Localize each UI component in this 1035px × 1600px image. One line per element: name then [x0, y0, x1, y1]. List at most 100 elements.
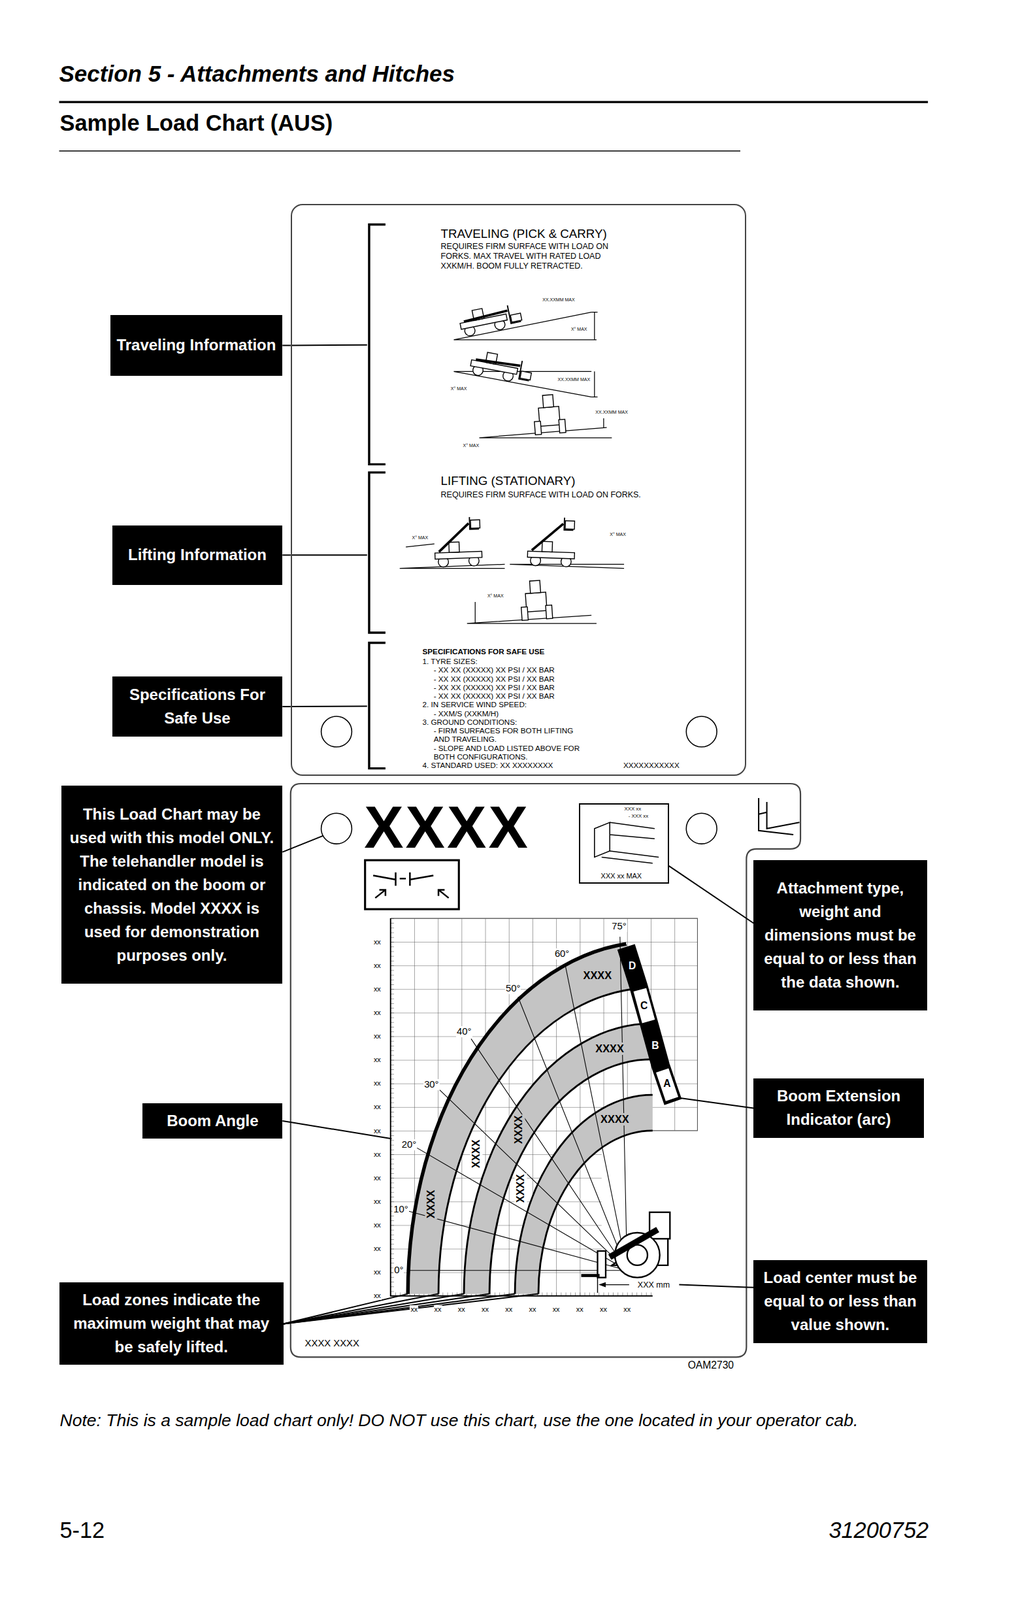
chart-label: xx — [480, 1304, 490, 1314]
panel-text: SPECIFICATIONS FOR SAFE USE — [422, 646, 545, 656]
chart-label: B — [650, 1039, 660, 1052]
panel-text: - SLOPE AND LOAD LISTED ABOVE FOR BOTH C… — [433, 743, 587, 761]
chart-label: xx — [457, 1304, 466, 1314]
callout-box: Boom Angle — [142, 1102, 283, 1139]
chart-label: xx — [373, 1031, 382, 1041]
callout-text: Boom Extension Indicator (arc) — [756, 1084, 921, 1132]
leader-line — [290, 835, 324, 849]
chart-label: xx — [373, 1150, 382, 1159]
chart-label: xx — [373, 1126, 382, 1135]
chart-label: C — [639, 999, 649, 1012]
load-chart-panel: XXXX XXXX XXXX XXX xx- XXX xxXXX xx MAX — [290, 783, 747, 1357]
callout-text: Specifications For Safe Use — [115, 682, 280, 730]
callout-box: Specifications For Safe Use — [112, 676, 283, 737]
chart-label: Sample Load Chart (AUS) — [59, 110, 334, 136]
leader-line — [678, 1284, 747, 1288]
chart-label: X° MAX — [461, 443, 480, 449]
panel-text: XXXX XXXX — [305, 1337, 360, 1349]
panel-text: - XX XX (XXXXX) XX PSI / XX BAR — [433, 665, 555, 674]
chart-label: xx — [373, 1173, 382, 1183]
callout-box: Traveling Information — [110, 314, 283, 376]
chart-label: 20° — [401, 1138, 417, 1150]
chart-label: 31200752 — [774, 1517, 930, 1543]
chart-label: X° MAX — [570, 326, 589, 332]
callout-text: Load zones indicate the maximum weight t… — [62, 1287, 281, 1359]
leader-line — [290, 1121, 393, 1139]
load-chart-panel: TRAVELING (PICK & CARRY) REQUIRES FIRM SU… — [290, 203, 747, 775]
chart-label: xx — [599, 1304, 608, 1314]
leader-line — [680, 1097, 747, 1107]
panel-text: XXXX — [363, 798, 530, 856]
chart-label: XX.XXMM MAX — [541, 297, 576, 303]
callout-text: Lifting Information — [128, 542, 267, 567]
panel-text: - XXM/S (XXKM/H) — [433, 708, 499, 718]
callout-box: Lifting Information — [112, 525, 283, 585]
panel-text: - XXX xx — [628, 813, 649, 820]
callout-text: Traveling Information — [116, 333, 276, 357]
chart-label: OAM2730 — [687, 1359, 735, 1371]
leader-line — [283, 1293, 539, 1324]
chart-label: xx — [433, 1304, 443, 1314]
chart-label: X° MAX — [450, 386, 468, 392]
chart-label: XXXX — [599, 1112, 630, 1126]
chart-label: A — [662, 1077, 672, 1090]
chart-label: xx — [373, 984, 382, 994]
chart-label: XXXX — [514, 1173, 528, 1204]
chart-label: xx — [552, 1304, 561, 1314]
panel-text: 1. TYRE SIZES: — [422, 656, 478, 666]
chart-label: 40° — [456, 1025, 472, 1037]
chart-label: xx — [622, 1304, 632, 1314]
chart-label: XXXX — [425, 1188, 438, 1219]
chart-label: 5-12 — [59, 1517, 106, 1543]
panel-text: - XX XX (XXXXX) XX PSI / XX BAR — [433, 674, 555, 683]
leader-line — [282, 705, 291, 707]
leader-line — [282, 848, 291, 853]
chart-label: Note: This is a sample load chart only! … — [59, 1404, 928, 1435]
panel-text: LIFTING (STATIONARY) — [441, 473, 576, 489]
panel-text: - XX XX (XXXXX) XX PSI / XX BAR — [433, 691, 555, 700]
chart-label: 30° — [423, 1078, 440, 1090]
chart-label: xx — [409, 1304, 419, 1314]
leader-line — [290, 344, 368, 347]
chart-label: XX.XXMM MAX — [557, 377, 592, 383]
panel-text: REQUIRES FIRM SURFACE WITH LOAD ON FORKS… — [441, 490, 696, 500]
leader-line — [282, 554, 291, 556]
chart-label: X° MAX — [486, 593, 505, 599]
callout-text: Boom Angle — [166, 1108, 259, 1133]
chart-label: xx — [373, 937, 382, 947]
attachment-box: XXX xx- XXX xxXXX xx MAX — [578, 803, 669, 884]
leader-line — [746, 1285, 754, 1288]
panel-text: - XX XX (XXXXX) XX PSI / XX BAR — [433, 682, 555, 692]
chart-label: xx — [373, 1291, 382, 1300]
chart-label: XXXX — [582, 969, 613, 982]
chart-label: 50° — [505, 982, 521, 994]
chart-label: XX.XXMM MAX — [594, 409, 629, 415]
panel-text: XXXXXXXXXXX — [623, 760, 680, 770]
leader-line — [282, 344, 291, 346]
panel-text: 2. IN SERVICE WIND SPEED: — [422, 699, 528, 709]
chart-label: XXXX — [594, 1042, 625, 1055]
chart-label: xx — [373, 961, 382, 970]
chart-label: xx — [504, 1304, 513, 1314]
chart-label: XXX mm — [637, 1280, 671, 1290]
callout-box: Boom Extension Indicator (arc) — [753, 1078, 924, 1138]
callout-box: Attachment type, weight and dimensions m… — [753, 859, 927, 1011]
chart-label: XXXX — [512, 1114, 526, 1145]
chart-label: xx — [373, 1008, 382, 1017]
panel-text: TRAVELING (PICK & CARRY) — [441, 226, 608, 242]
chart-label: XXXX — [469, 1138, 483, 1169]
chart-label: xx — [575, 1304, 585, 1314]
callout-box: This Load Chart may be used with this mo… — [61, 785, 283, 984]
chart-label: 0° — [393, 1264, 404, 1276]
leader-line — [669, 865, 755, 924]
panel-text: 3. GROUND CONDITIONS: — [422, 717, 518, 726]
chart-label: 60° — [554, 948, 570, 960]
panel-text: - FIRM SURFACES FOR BOTH LIFTING AND TRA… — [433, 725, 587, 743]
chart-label: 10° — [392, 1203, 409, 1215]
leader-line — [746, 1106, 754, 1109]
chart-label: xx — [373, 1244, 382, 1253]
chart-label: xx — [373, 1220, 382, 1230]
panel-text: 4. STANDARD USED: XX XXXXXXXX — [422, 760, 554, 770]
callout-text: Load center must be equal to or less tha… — [756, 1265, 924, 1337]
